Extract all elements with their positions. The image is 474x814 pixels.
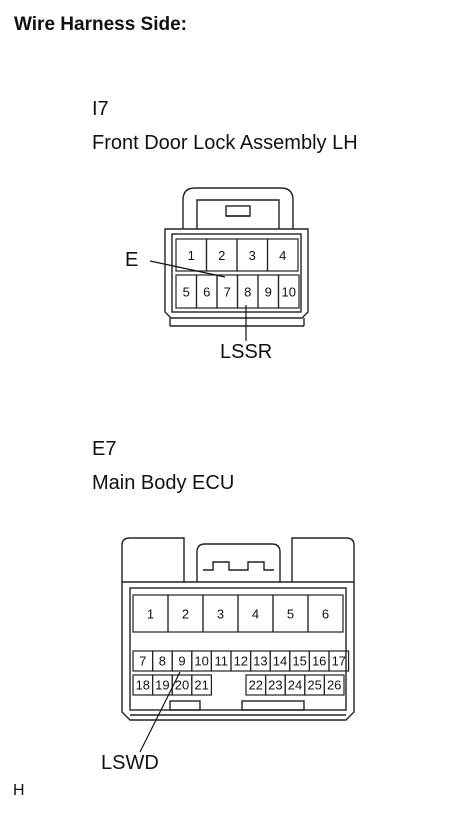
e7-pin-14-label: 14 [273, 654, 287, 669]
connector-e7-callout-lines [139, 671, 181, 753]
i7-pin-10-label: 10 [282, 285, 296, 300]
e7-pin-9-label: 9 [178, 654, 185, 669]
i7-pin-4-cell [266, 238, 299, 272]
e7-pin-25-label: 25 [307, 678, 321, 693]
i7-pin-9-label: 9 [265, 285, 272, 300]
e7-pin-2-label: 2 [182, 607, 189, 622]
connector-i7-callout-lines [149, 260, 247, 341]
e7-pin-17-cell [328, 650, 350, 672]
callout-line-e [149, 260, 226, 278]
e7-pin-6-label: 6 [322, 607, 329, 622]
e7-pin-4-label: 4 [252, 607, 259, 622]
connector-e7-code: E7 [92, 438, 117, 460]
callout-line-lswd [139, 671, 181, 753]
i7-pin-1-label: 1 [188, 248, 195, 263]
connector-i7-top-row: 1 2 3 4 [175, 238, 299, 272]
i7-pin-4-label: 4 [279, 248, 286, 263]
callout-label-lssr: LSSR [220, 341, 273, 363]
e7-pin-12-label: 12 [234, 654, 248, 669]
connector-e7-bottom-row: 18 19 20 21 22 23 24 25 26 [132, 674, 345, 696]
connector-i7-code: I7 [92, 98, 109, 120]
i7-pin-6-label: 6 [203, 285, 210, 300]
e7-pin-1-label: 1 [147, 607, 154, 622]
connector-e7-drawing [121, 537, 355, 721]
i7-pin-8-label: 8 [244, 285, 251, 300]
callout-label-e: E [125, 249, 139, 271]
e7-pin-18-label: 18 [136, 678, 150, 693]
e7-pin-6-cell [307, 594, 344, 633]
i7-pin-5-label: 5 [183, 285, 190, 300]
i7-pin-2-label: 2 [218, 248, 225, 263]
e7-pin-7-label: 7 [139, 654, 146, 669]
i7-pin-10-cell [277, 274, 300, 309]
e7-pin-22-label: 22 [249, 678, 263, 693]
callout-label-lswd: LSWD [101, 752, 159, 774]
header-title: Wire Harness Side: [14, 14, 188, 35]
e7-pin-26-label: 26 [327, 678, 341, 693]
footer-mark: H [13, 782, 25, 799]
e7-pin-26-cell [323, 674, 345, 696]
connector-e7-name: Main Body ECU [92, 472, 235, 494]
e7-pin-13-label: 13 [253, 654, 267, 669]
e7-pin-5-label: 5 [287, 607, 294, 622]
connector-i7-drawing [164, 187, 309, 327]
connector-i7-name: Front Door Lock Assembly LH [92, 132, 358, 154]
e7-pin-24-label: 24 [288, 678, 302, 693]
e7-pin-20-label: 20 [175, 678, 189, 693]
connector-e7-top-row: 1 2 3 4 5 6 [132, 594, 344, 633]
e7-pin-21-label: 21 [194, 678, 208, 693]
i7-pin-7-label: 7 [224, 285, 231, 300]
e7-pin-19-label: 19 [155, 678, 169, 693]
e7-pin-16-label: 16 [312, 654, 326, 669]
e7-pin-3-label: 3 [217, 607, 224, 622]
e7-pin-17-label: 17 [332, 654, 346, 669]
i7-pin-3-label: 3 [249, 248, 256, 263]
e7-pin-8-label: 8 [159, 654, 166, 669]
e7-pin-11-label: 11 [214, 654, 228, 669]
e7-pin-23-label: 23 [268, 678, 282, 693]
e7-pin-10-label: 10 [194, 654, 208, 669]
e7-pin-21-cell [191, 674, 213, 696]
e7-pin-15-label: 15 [292, 654, 306, 669]
